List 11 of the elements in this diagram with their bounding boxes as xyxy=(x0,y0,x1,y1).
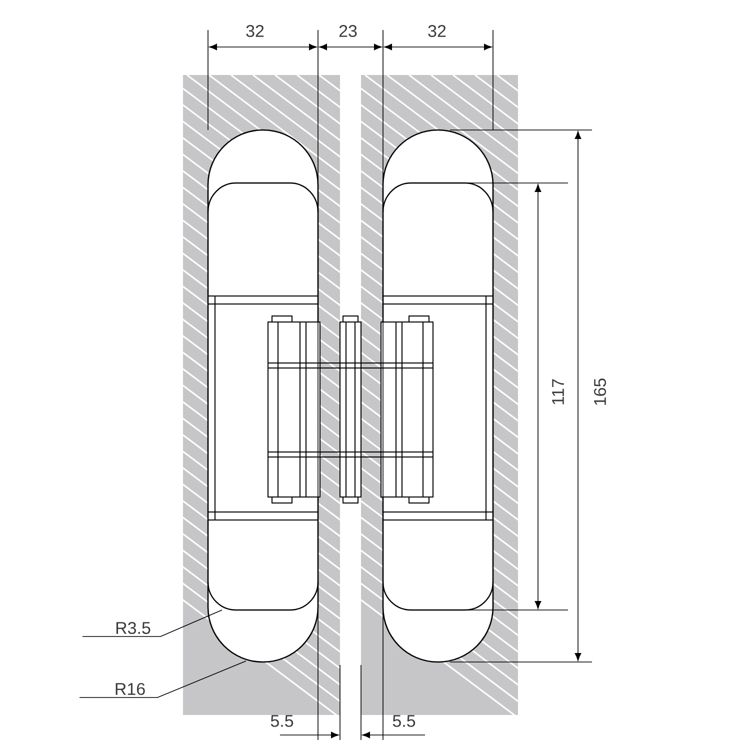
dimension-label: 5.5 xyxy=(270,715,294,727)
dimension-label: 23 xyxy=(339,24,357,38)
dimension-label: 32 xyxy=(246,24,264,38)
dimension-label: 32 xyxy=(428,24,446,38)
leader-line xyxy=(82,610,222,637)
radius-label: R16 xyxy=(116,682,145,696)
dimension-label: 5.5 xyxy=(392,715,416,727)
dimension-label: 117 xyxy=(552,379,564,404)
dimension-label: 165 xyxy=(594,378,606,405)
radius-label: R3.5 xyxy=(116,622,150,634)
leader-line xyxy=(79,660,246,698)
